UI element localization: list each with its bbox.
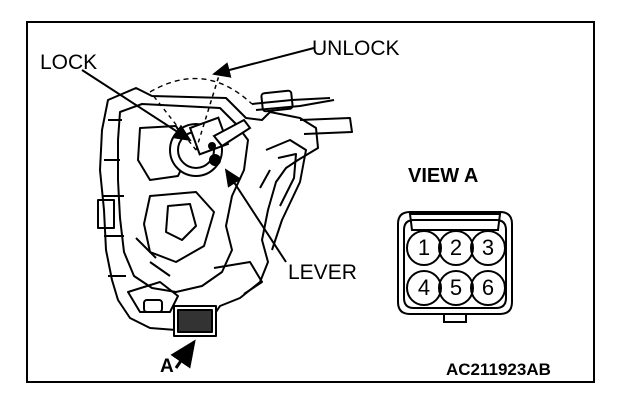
door-lock-assembly — [97, 87, 353, 337]
diagram-border — [26, 21, 595, 383]
connector-pin-3: 3 — [481, 235, 495, 260]
connector-pin-2: 2 — [449, 235, 463, 260]
connector-pin-4: 4 — [417, 275, 431, 300]
connector-face — [397, 211, 513, 323]
travel-arc — [149, 77, 253, 105]
view-a-arrow — [170, 339, 196, 369]
lever-label: LEVER — [288, 261, 357, 284]
figure-code: AC211923AB — [446, 360, 551, 379]
unlock-label: UNLOCK — [312, 37, 400, 60]
connector-pin-5: 5 — [449, 275, 463, 300]
unlock-leader-line — [212, 47, 315, 78]
view-a-marker: A — [160, 356, 174, 377]
lever-leader-line — [224, 168, 287, 263]
lock-leader-line — [81, 69, 192, 142]
lever-hub — [169, 116, 252, 177]
connector-pin-6: 6 — [481, 275, 495, 300]
connector-pin-1: 1 — [417, 235, 431, 260]
lock-label: LOCK — [40, 51, 98, 74]
view-a-title: VIEW A — [408, 165, 479, 187]
